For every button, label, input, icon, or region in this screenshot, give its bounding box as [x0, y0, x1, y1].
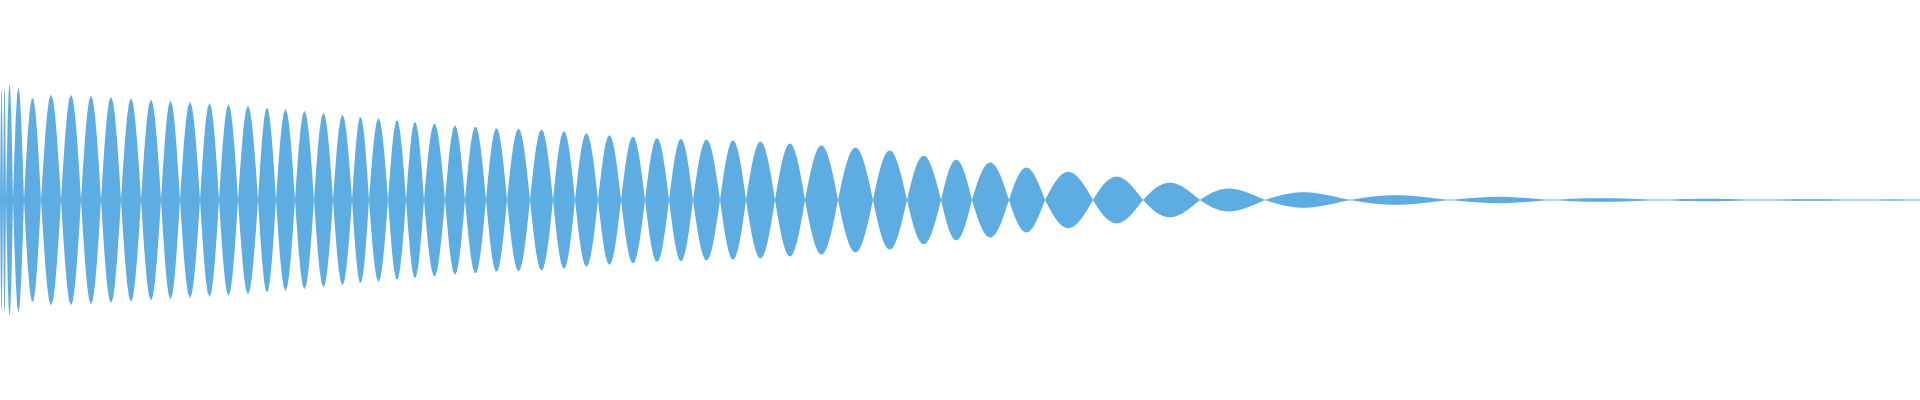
waveform-lobes [0, 83, 1920, 317]
